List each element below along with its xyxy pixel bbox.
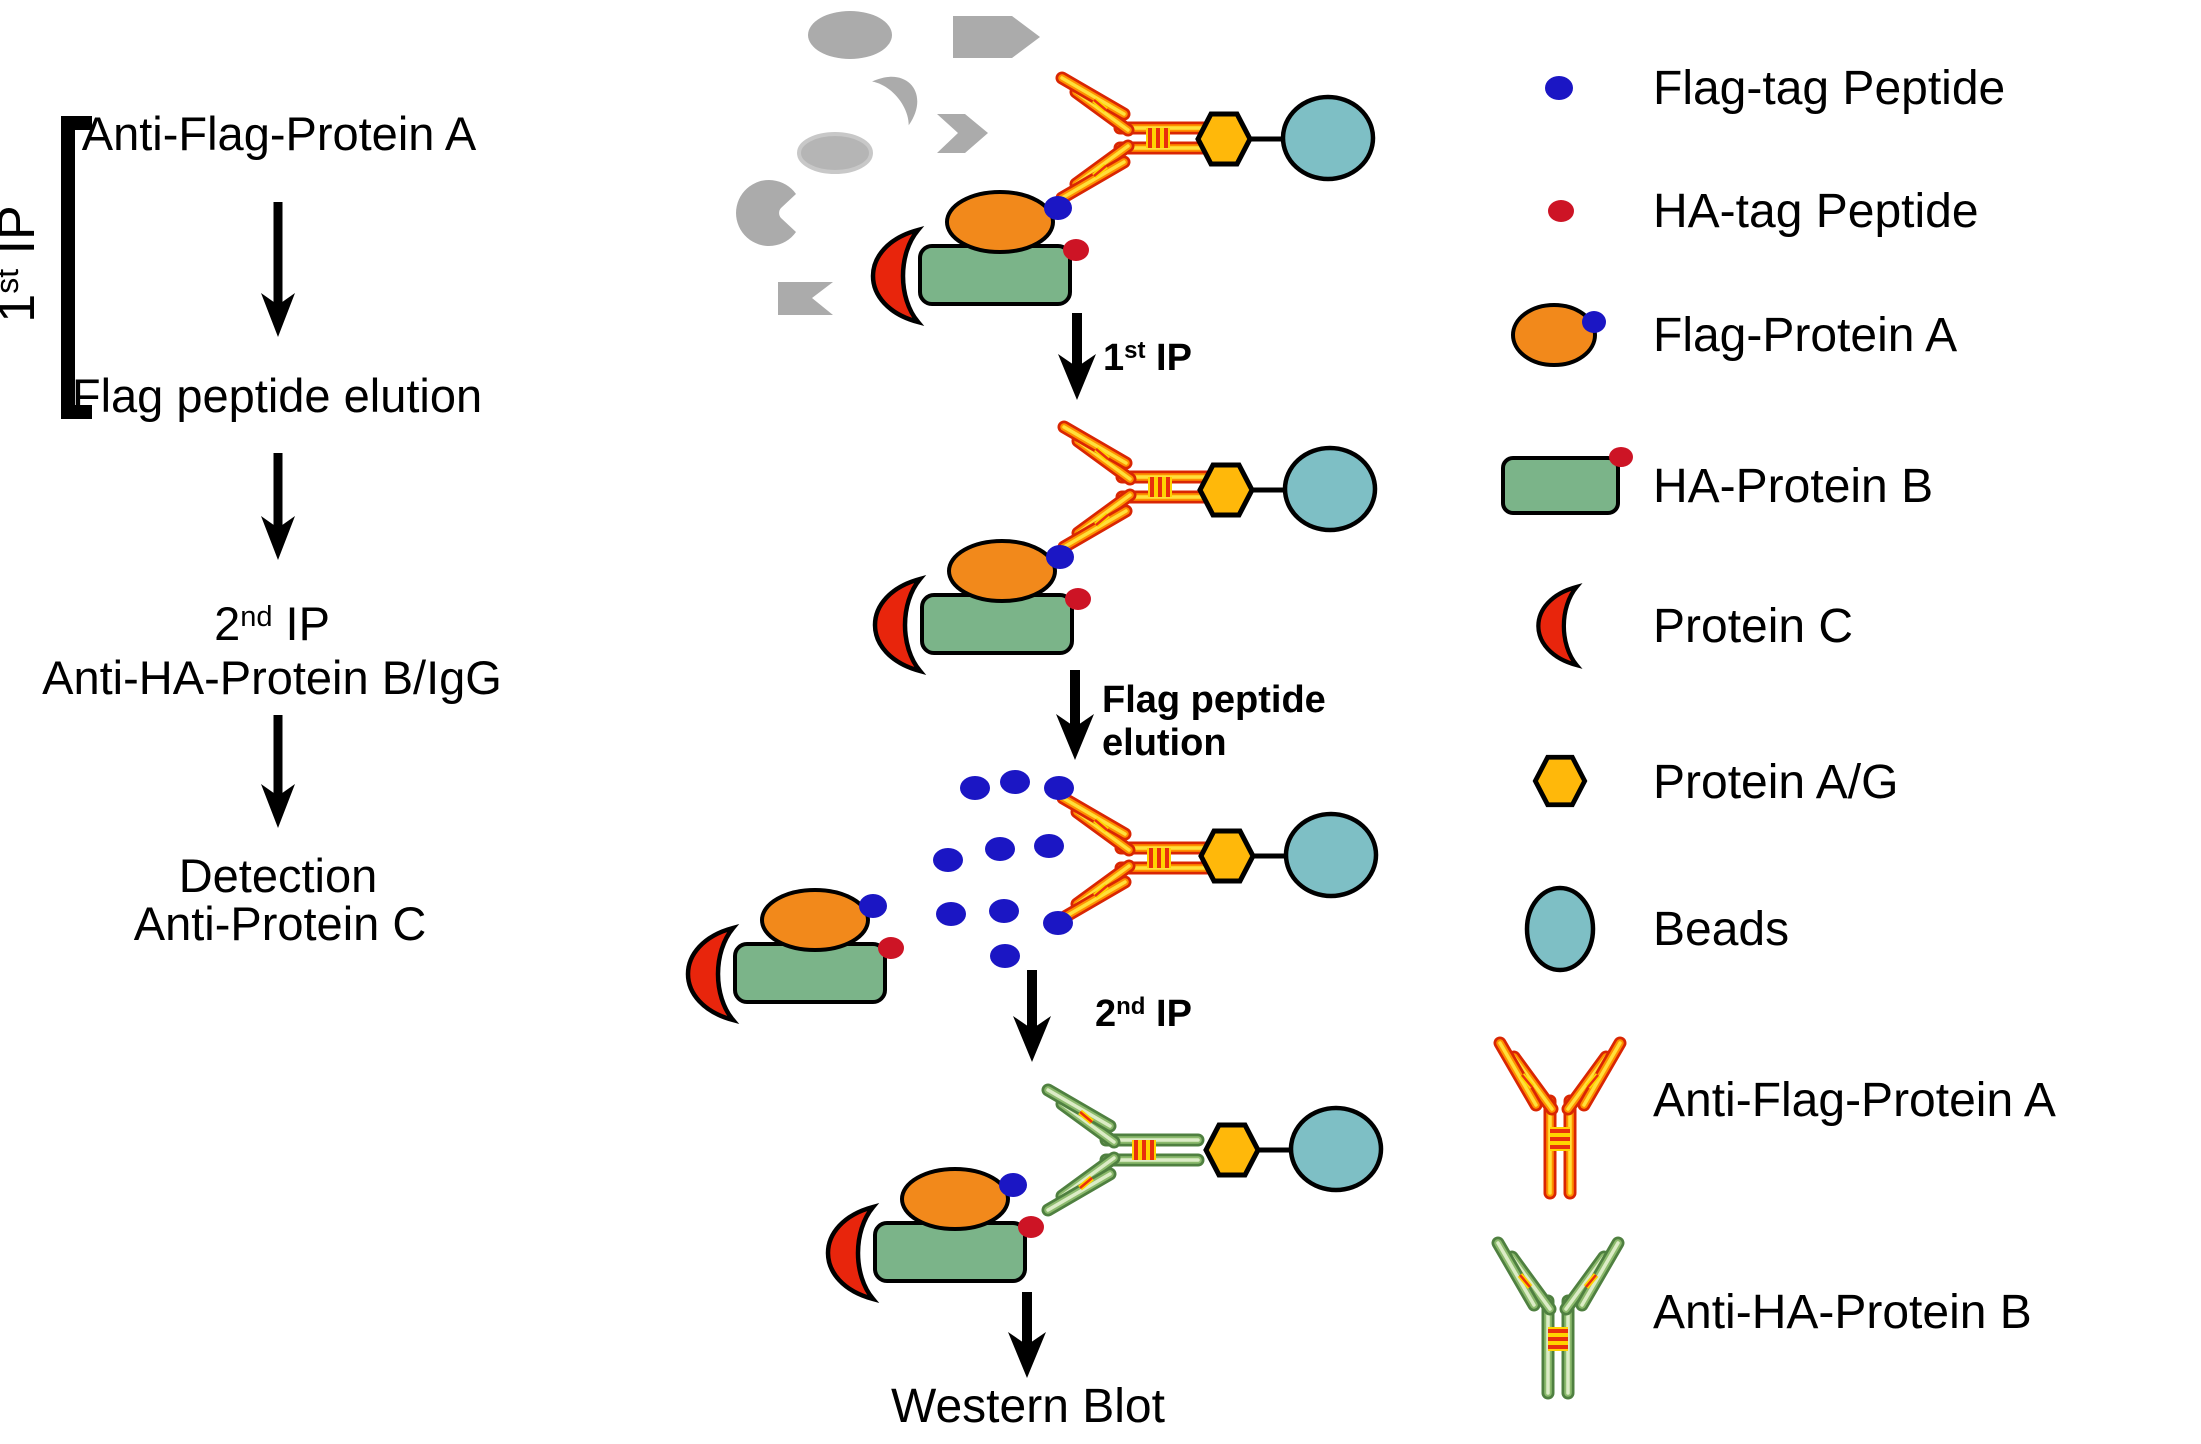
beads-icon (1524, 885, 1596, 973)
legend-label: Anti-Flag-Protein A (1653, 1074, 2056, 1127)
arrow-label-flag-peptide: Flag peptide (1102, 679, 1326, 721)
legend-label: Beads (1653, 903, 1789, 956)
legend-label: Protein A/G (1653, 756, 1898, 809)
flag-tag-peptide-icon (1000, 770, 1030, 794)
ha-tag-peptide-icon (1548, 200, 1574, 222)
protein-complex (688, 890, 904, 1020)
western-blot-label: Western Blot (891, 1380, 1165, 1433)
anti-ha-antibody-icon (1048, 1090, 1198, 1210)
flag-protein-a-icon (1511, 303, 1606, 367)
flag-tag-peptide-icon (936, 902, 966, 926)
lysate-protein-icon (953, 16, 1040, 58)
arrow-label-first-ip: 1st IP (1103, 337, 1192, 379)
protein-complex (875, 541, 1091, 671)
arrow-down (1058, 313, 1096, 400)
protein-ag-bead-assembly (1206, 1108, 1381, 1190)
protein-ag-icon (1535, 757, 1584, 805)
flag-tag-peptide-icon (1034, 834, 1064, 858)
anti-flag-antibody-icon (1064, 427, 1214, 547)
flag-tag-peptide-icon (989, 899, 1019, 923)
anti-flag-antibody-icon (1500, 1043, 1620, 1193)
left-workflow: 1st IP Anti-Flag-Protein A Flag peptide … (0, 107, 502, 950)
step-anti-flag-protein-a: Anti-Flag-Protein A (82, 107, 477, 160)
legend-label: Protein C (1653, 600, 1853, 653)
arrow-label-second-ip: 2nd IP (1095, 993, 1192, 1035)
arrow-down (261, 202, 295, 337)
flag-tag-peptide-icon (1044, 776, 1074, 800)
step-detection: Detection (179, 849, 378, 902)
lysate-proteins (736, 11, 1040, 315)
protein-ag-bead-assembly (1200, 448, 1375, 530)
legend-label: HA-tag Peptide (1653, 185, 1979, 238)
lysate-protein-icon (937, 114, 988, 153)
lysate-protein-icon (736, 179, 796, 247)
lysate-protein-icon (797, 132, 873, 174)
arrow-down (1008, 1292, 1046, 1378)
step-flag-peptide-elution: Flag peptide elution (72, 369, 482, 422)
arrow-down (261, 715, 295, 828)
lysate-protein-icon (872, 63, 931, 126)
legend: Flag-tag Peptide HA-tag Peptide Flag-Pro… (1498, 62, 2056, 1393)
first-ip-vertical-label: 1st IP (0, 205, 46, 322)
legend-label: HA-Protein B (1653, 460, 1933, 513)
legend-label: Anti-HA-Protein B (1653, 1286, 2032, 1339)
ha-protein-b-icon (1501, 447, 1633, 515)
arrow-label-elution: elution (1102, 722, 1227, 764)
flag-tag-peptide-icon (1043, 911, 1073, 935)
arrow-down (1013, 970, 1051, 1062)
flag-tag-peptide-icon (1545, 76, 1573, 100)
arrow-down (261, 453, 295, 560)
protein-c-icon (1538, 587, 1576, 665)
protein-ag-bead-assembly (1198, 97, 1373, 179)
flag-tag-peptide-icon (933, 848, 963, 872)
protein-ag-bead-assembly (1201, 814, 1376, 896)
arrow-down (1056, 670, 1094, 760)
legend-label: Flag-tag Peptide (1653, 62, 2005, 115)
free-flag-peptides (933, 770, 1074, 968)
step-anti-protein-c: Anti-Protein C (134, 897, 427, 950)
anti-flag-antibody-icon (1062, 78, 1212, 198)
pathway-panels: 1st IP Flag peptide elution (688, 11, 1381, 1433)
step-second-ip: 2nd IP (214, 597, 330, 650)
protein-complex (873, 192, 1089, 322)
flag-tag-peptide-icon (960, 776, 990, 800)
legend-label: Flag-Protein A (1653, 309, 1957, 362)
lysate-protein-icon (808, 11, 892, 59)
flag-tag-peptide-icon (985, 837, 1015, 861)
first-ip-bracket (61, 116, 92, 419)
anti-ha-antibody-icon (1498, 1243, 1618, 1393)
lysate-protein-icon (778, 282, 833, 315)
step-anti-ha-protein-b: Anti-HA-Protein B/IgG (42, 651, 502, 704)
flag-tag-peptide-icon (990, 944, 1020, 968)
anti-flag-antibody-icon (1063, 798, 1213, 918)
protein-complex (828, 1169, 1044, 1299)
